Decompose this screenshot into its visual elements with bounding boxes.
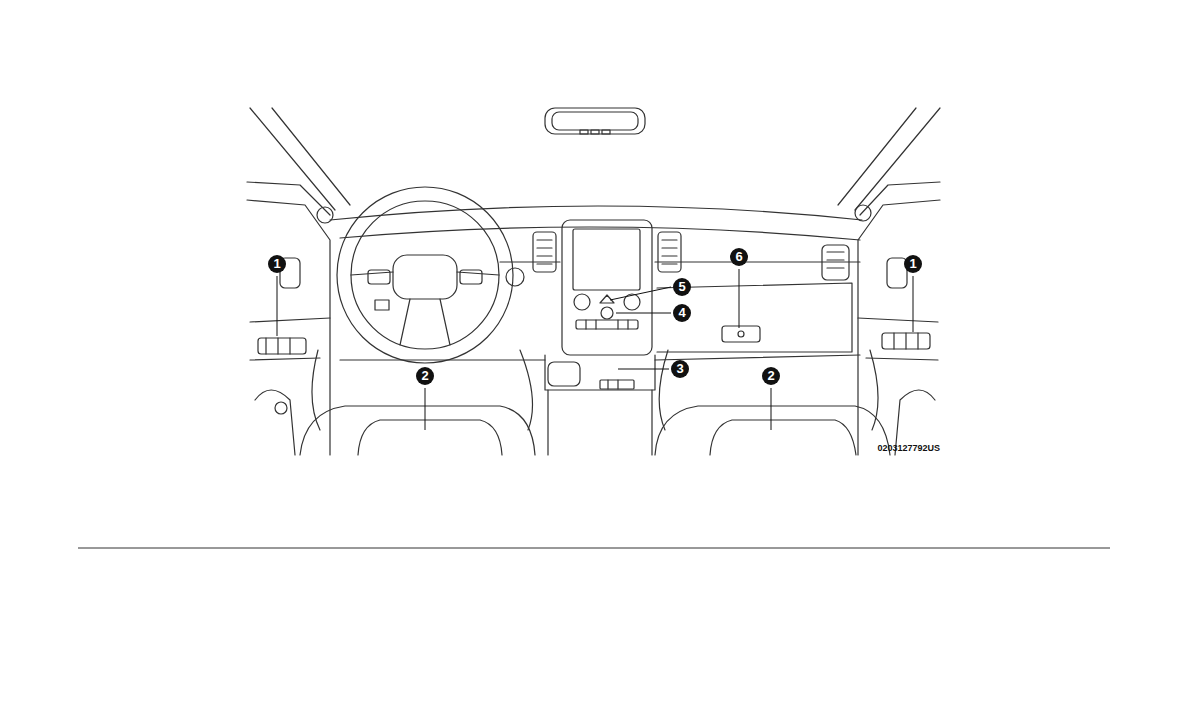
callout-number: 2: [762, 367, 780, 385]
callout-number: 5: [673, 278, 691, 296]
callout-number: 1: [268, 255, 286, 273]
callout-number: 1: [904, 255, 922, 273]
callout-number: 6: [730, 248, 748, 266]
callout-number: 4: [673, 304, 691, 322]
figure-code: 0203127792US: [877, 443, 940, 454]
callout-number: 3: [671, 360, 689, 378]
callout-number: 2: [416, 367, 434, 385]
